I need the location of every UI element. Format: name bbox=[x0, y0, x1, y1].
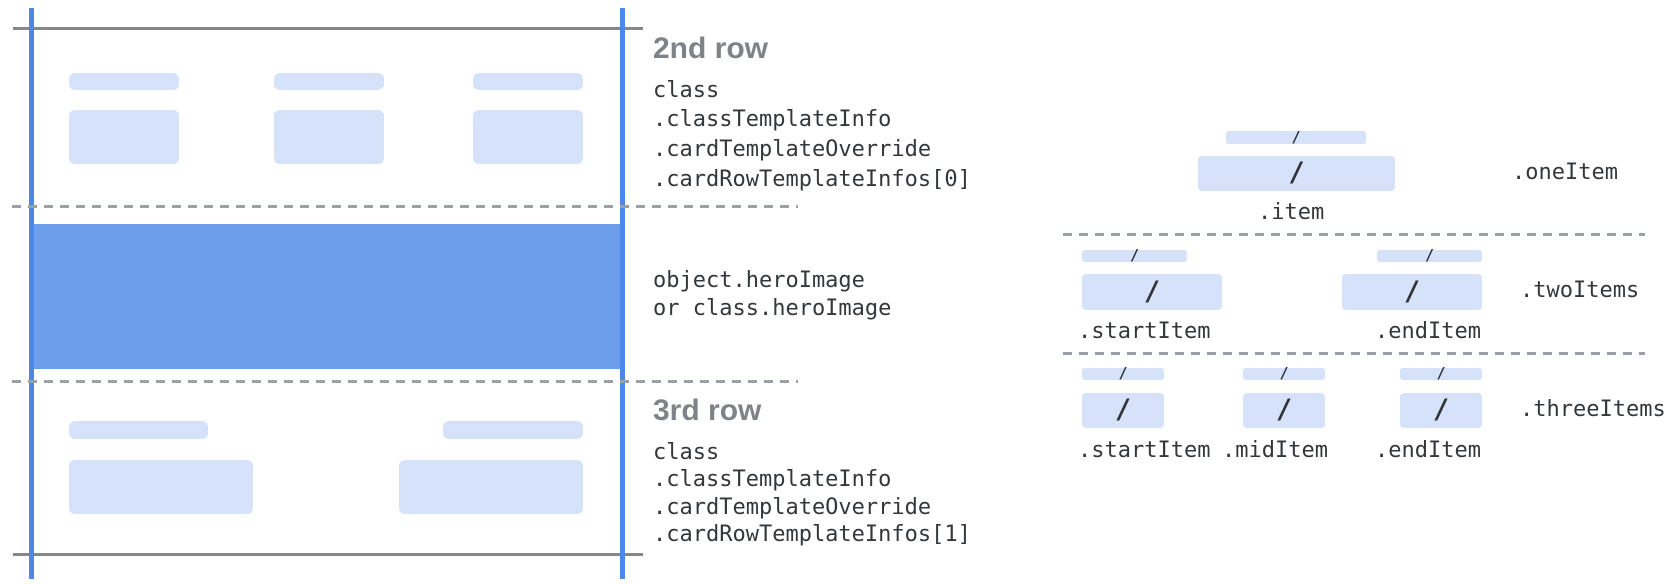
row3-code-line: .classTemplateInfo bbox=[653, 467, 892, 492]
row2-code-line: class bbox=[653, 78, 720, 103]
slash-placeholder: / bbox=[1129, 246, 1140, 264]
row2-col2-label-bar bbox=[274, 73, 384, 90]
row2-code-line: .cardTemplateOverride bbox=[653, 137, 932, 162]
two-three-divider-dashed-line bbox=[1063, 352, 1645, 355]
row3-col1-value-box bbox=[69, 460, 253, 514]
row2-col3-label-bar bbox=[473, 73, 583, 90]
row2-code-line: .classTemplateInfo bbox=[653, 107, 892, 132]
slash-placeholder: / bbox=[1436, 364, 1446, 382]
three-items-start-label-bar: / bbox=[1082, 364, 1164, 382]
three-items-mid-label-bar: / bbox=[1243, 364, 1325, 382]
row2-hero-divider-dashed-line bbox=[12, 205, 798, 208]
row2-code-line: .cardRowTemplateInfos[0] bbox=[653, 167, 971, 192]
two-items-end-value-box: / bbox=[1342, 274, 1482, 310]
two-items-start-value-box: / bbox=[1082, 274, 1222, 310]
one-item-item-label: .item bbox=[1258, 200, 1325, 225]
three-items-mid-item-label: .midItem bbox=[1222, 438, 1328, 463]
slash-placeholder: / bbox=[1291, 127, 1301, 146]
row2-col2-value-box bbox=[274, 110, 384, 164]
two-items-start-label-bar: / bbox=[1082, 246, 1187, 264]
card-top-edge-line bbox=[13, 27, 643, 30]
hero-row3-divider-dashed-line bbox=[12, 380, 798, 383]
card-right-guide-line bbox=[620, 8, 625, 579]
row2-heading: 2nd row bbox=[653, 32, 769, 65]
slash-placeholder: / bbox=[1118, 364, 1128, 382]
two-items-start-item-label: .startItem bbox=[1078, 319, 1211, 344]
row3-col2-value-box bbox=[399, 460, 583, 514]
slash-placeholder: / bbox=[1432, 394, 1450, 425]
row3-col2-label-bar bbox=[443, 421, 583, 439]
hero-code-line: or class.heroImage bbox=[653, 296, 892, 321]
row2-col1-value-box bbox=[69, 110, 179, 164]
hero-image-band bbox=[31, 224, 623, 369]
slash-placeholder: / bbox=[1403, 275, 1421, 307]
slash-placeholder: / bbox=[1114, 394, 1132, 425]
slash-placeholder: / bbox=[1424, 246, 1435, 264]
one-item-label-bar: / bbox=[1226, 127, 1366, 146]
slash-placeholder: / bbox=[1279, 364, 1289, 382]
three-items-mid-value-box: / bbox=[1243, 393, 1325, 428]
card-left-guide-line bbox=[29, 8, 34, 579]
three-items-end-label-bar: / bbox=[1400, 364, 1482, 382]
row3-heading: 3rd row bbox=[653, 394, 762, 427]
row3-code-line: class bbox=[653, 440, 720, 465]
one-item-value-box: / bbox=[1198, 156, 1395, 191]
two-items-end-label-bar: / bbox=[1377, 246, 1482, 264]
slash-placeholder: / bbox=[1288, 157, 1305, 188]
two-items-layout-label: .twoItems bbox=[1520, 278, 1640, 303]
hero-code-line: object.heroImage bbox=[653, 268, 865, 293]
three-items-end-value-box: / bbox=[1400, 393, 1482, 428]
slash-placeholder: / bbox=[1143, 275, 1161, 307]
row3-code-line: .cardRowTemplateInfos[1] bbox=[653, 522, 971, 547]
three-items-start-value-box: / bbox=[1082, 393, 1164, 428]
row2-col3-value-box bbox=[473, 110, 583, 164]
three-items-layout-label: .threeItems bbox=[1520, 397, 1666, 422]
card-bottom-edge-line bbox=[13, 553, 643, 556]
one-two-divider-dashed-line bbox=[1063, 233, 1645, 236]
three-items-start-item-label: .startItem bbox=[1078, 438, 1211, 463]
three-items-end-item-label: .endItem bbox=[1375, 438, 1481, 463]
slash-placeholder: / bbox=[1275, 394, 1293, 425]
row2-col1-label-bar bbox=[69, 73, 179, 90]
row3-code-line: .cardTemplateOverride bbox=[653, 495, 932, 520]
two-items-end-item-label: .endItem bbox=[1375, 319, 1481, 344]
one-item-layout-label: .oneItem bbox=[1512, 160, 1618, 185]
row3-col1-label-bar bbox=[69, 421, 208, 439]
